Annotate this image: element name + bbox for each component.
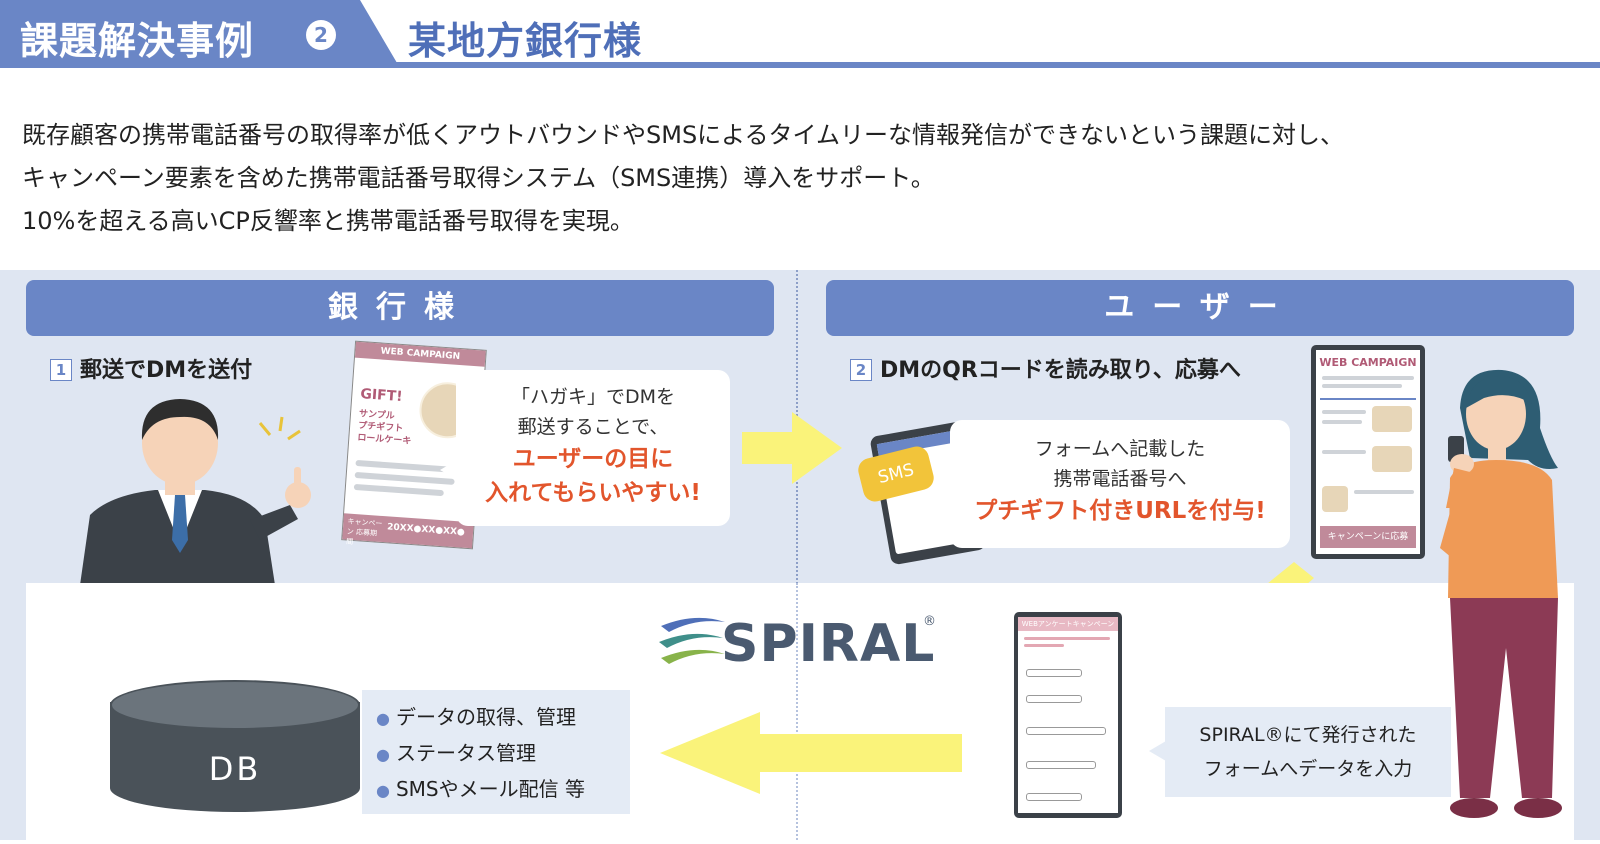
user-illustration — [1440, 368, 1590, 840]
header-underline — [0, 62, 1600, 68]
header-title-left: 課題解決事例 — [20, 19, 255, 63]
phone-text-bar — [1322, 384, 1402, 388]
form-field[interactable] — [1026, 793, 1082, 801]
banker-illustration — [60, 395, 320, 585]
spiral-note-line2: フォームへデータを入力 — [1203, 758, 1413, 780]
intro-line-2: キャンペーン要素を含めた携帯電話番号取得システム（SMS連携）導入をサポート。 — [22, 164, 935, 192]
header-title-client: 某地方銀行様 — [408, 19, 643, 63]
step-1-number: 1 — [50, 359, 72, 381]
spiral-note: SPIRAL®にて発行された フォームへデータを入力 — [1149, 707, 1451, 797]
bank-bubble-line2: 郵送することで、 — [517, 416, 669, 438]
step-1-text: 郵送でDMを送付 — [80, 358, 253, 383]
dm-card-footer: キャンペーン 応募期間 20XX●XX●XX● — [342, 513, 474, 549]
form-field[interactable] — [1026, 669, 1082, 677]
phone-divider — [1320, 398, 1416, 400]
panel-divider — [796, 270, 798, 840]
section-heading-user: ユーザー — [826, 280, 1574, 336]
phone-form: WEBアンケートキャンペーン — [1014, 612, 1122, 818]
bank-bubble-highlight1: ユーザーの目に — [512, 446, 674, 472]
user-bubble-line1: フォームへ記載した — [1034, 438, 1206, 460]
db-feature-item: SMSやメール配信 等 — [376, 772, 630, 808]
system-divider — [796, 583, 798, 840]
dm-card-text-bar — [353, 483, 444, 497]
form-field[interactable] — [1026, 695, 1082, 703]
user-bubble-line2: 携帯電話番号へ — [1053, 468, 1187, 490]
step-1-label: 1 郵送でDMを送付 — [50, 352, 252, 384]
db-label: DB — [208, 750, 262, 788]
form-field[interactable] — [1026, 761, 1096, 769]
step-2-number: 2 — [850, 359, 872, 381]
phone-product-image — [1372, 446, 1412, 472]
spiral-logo-registered: ® — [923, 614, 936, 629]
dm-card-product: サンプル プチギフト ロールケーキ — [356, 409, 412, 447]
bubble-tail — [934, 464, 951, 484]
db-feature-list: データの取得、管理 ステータス管理 SMSやメール配信 等 — [362, 690, 630, 814]
intro-line-1: 既存顧客の携帯電話番号の取得率が低くアウトバウンドやSMSによるタイムリーな情報… — [22, 121, 1344, 149]
note-tail — [1149, 741, 1166, 761]
phone-product-image — [1322, 486, 1348, 512]
phone-text-bar — [1322, 410, 1366, 414]
phone-campaign: WEB CAMPAIGN キャンペーンに応募 — [1311, 345, 1425, 559]
dm-card-gift: GIFT! — [359, 386, 404, 406]
step-2-label: 2 DMのQRコードを読み取り、応募へ — [850, 352, 1241, 384]
form-header: WEBアンケートキャンペーン — [1018, 617, 1118, 631]
user-bubble-highlight: プチギフト付きURLを付与! — [974, 498, 1266, 524]
form-text-bar — [1024, 644, 1064, 647]
phone-campaign-screen: WEB CAMPAIGN キャンペーンに応募 — [1316, 350, 1420, 554]
header-case-number: 2 — [306, 20, 336, 50]
step-2-text: DMのQRコードを読み取り、応募へ — [880, 358, 1241, 383]
sms-tag-text: SMS — [875, 459, 917, 489]
bubble-tail — [440, 460, 457, 480]
phone-product-image — [1372, 406, 1412, 432]
phone-form-screen: WEBアンケートキャンペーン — [1018, 617, 1118, 813]
phone-apply-button[interactable]: キャンペーンに応募 — [1320, 526, 1416, 548]
spiral-logo-text: SPIRAL — [721, 614, 936, 674]
spiral-logo: SPIRAL ® — [655, 608, 945, 680]
bank-bubble-highlight2: 入れてもらいやすい! — [485, 480, 701, 506]
intro-line-3: 10%を超える高いCP反響率と携帯電話番号取得を実現。 — [22, 207, 634, 235]
dm-card-date: 20XX●XX●XX● — [386, 522, 466, 538]
db-feature-item: ステータス管理 — [376, 736, 630, 772]
form-text-bar — [1024, 637, 1110, 640]
db-feature-item: データの取得、管理 — [376, 700, 630, 736]
db-cylinder-top — [110, 680, 360, 730]
spiral-note-line1: SPIRAL®にて発行された — [1199, 724, 1417, 746]
arrow-left-db — [660, 712, 962, 798]
bank-bubble-line1: 「ハガキ」でDMを — [510, 386, 676, 408]
dm-card-period: キャンペーン 応募期間 — [345, 517, 383, 546]
phone-text-bar — [1322, 376, 1414, 380]
spiral-logo-mark — [659, 617, 725, 664]
phone-text-bar — [1322, 450, 1366, 454]
phone-text-bar — [1322, 420, 1362, 424]
bank-speech-bubble: 「ハガキ」でDMを 郵送することで、 ユーザーの目に 入れてもらいやすい! — [440, 370, 730, 526]
phone-text-bar — [1354, 490, 1414, 494]
phone-campaign-header: WEB CAMPAIGN — [1319, 356, 1417, 369]
section-heading-bank: 銀行様 — [26, 280, 774, 336]
user-speech-bubble: フォームへ記載した 携帯電話番号へ プチギフト付きURLを付与! — [934, 420, 1290, 548]
form-field[interactable] — [1026, 727, 1106, 735]
arrow-right-dm — [742, 412, 842, 488]
